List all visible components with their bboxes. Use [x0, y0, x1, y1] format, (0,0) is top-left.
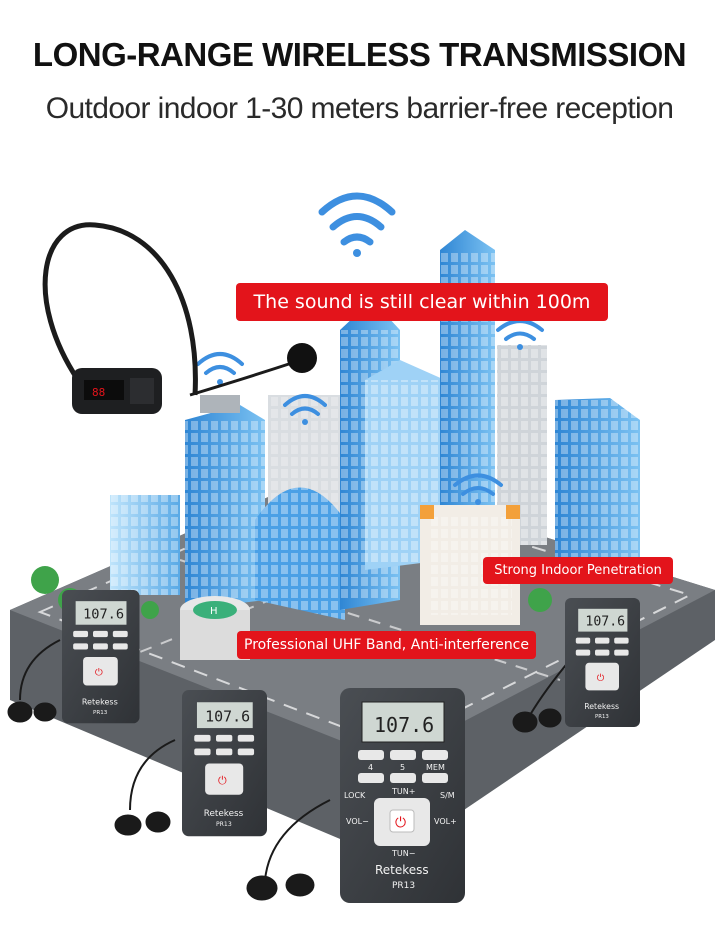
- wifi-signal-icon: [283, 394, 327, 425]
- svg-text:MEM: MEM: [426, 763, 445, 772]
- earphones: [7, 639, 571, 901]
- receiver-brand: Retekess: [204, 809, 244, 819]
- receiver-brand: Retekess: [584, 702, 619, 711]
- receiver-display: 107.6: [374, 713, 434, 737]
- svg-text:H: H: [210, 606, 218, 617]
- subheadline: Outdoor indoor 1-30 meters barrier-free …: [45, 92, 674, 125]
- receiver-display: 107.6: [83, 607, 124, 623]
- callout-uhf-band: Professional UHF Band, Anti-interference: [237, 631, 536, 659]
- receiver-model: PR13: [392, 881, 415, 891]
- svg-text:5: 5: [400, 763, 405, 772]
- wifi-signal-icon: [453, 473, 503, 505]
- receiver-display: 107.6: [585, 615, 625, 630]
- power-icon: ⏻: [395, 815, 406, 831]
- wifi-signal-icon: [196, 352, 244, 385]
- buildings: H: [110, 230, 640, 660]
- receiver-device: 107.6 ⏻ Retekess PR13: [62, 590, 140, 724]
- svg-text:VOL+: VOL+: [434, 817, 457, 826]
- svg-text:VOL−: VOL−: [346, 817, 369, 826]
- svg-text:⏻: ⏻: [597, 673, 605, 684]
- headline: LONG-RANGE WIRELESS TRANSMISSION: [32, 36, 687, 73]
- receiver-model: PR13: [93, 710, 108, 716]
- receiver-brand: Retekess: [82, 698, 118, 707]
- receiver-device: 107.6 ⏻ Retekess PR13: [182, 690, 267, 837]
- svg-text:S/M: S/M: [440, 791, 455, 800]
- svg-text:4: 4: [368, 763, 373, 772]
- receiver-device: 107.6 ⏻ Retekess PR13: [565, 598, 640, 727]
- headset-microphone: 88: [42, 222, 317, 414]
- wifi-signal-icon: [318, 192, 396, 257]
- receiver-display: 107.6: [205, 707, 250, 725]
- callout-range: The sound is still clear within 100m: [236, 283, 608, 321]
- callout-indoor-penetration: Strong Indoor Penetration: [483, 557, 673, 584]
- receiver-device-front: 107.6 4 5 MEM TUN+ LOCK S/M ⏻ VOL− VOL+ …: [340, 688, 465, 903]
- receiver-model: PR13: [595, 714, 609, 720]
- svg-text:LOCK: LOCK: [344, 791, 366, 800]
- svg-text:⏻: ⏻: [95, 668, 103, 679]
- receiver-brand: Retekess: [375, 863, 429, 877]
- svg-text:88: 88: [92, 386, 105, 399]
- receiver-model: PR13: [216, 821, 232, 828]
- svg-text:TUN+: TUN+: [391, 787, 415, 796]
- svg-text:⏻: ⏻: [218, 774, 227, 787]
- wifi-signal-icon: [496, 319, 544, 350]
- svg-text:TUN−: TUN−: [391, 849, 415, 858]
